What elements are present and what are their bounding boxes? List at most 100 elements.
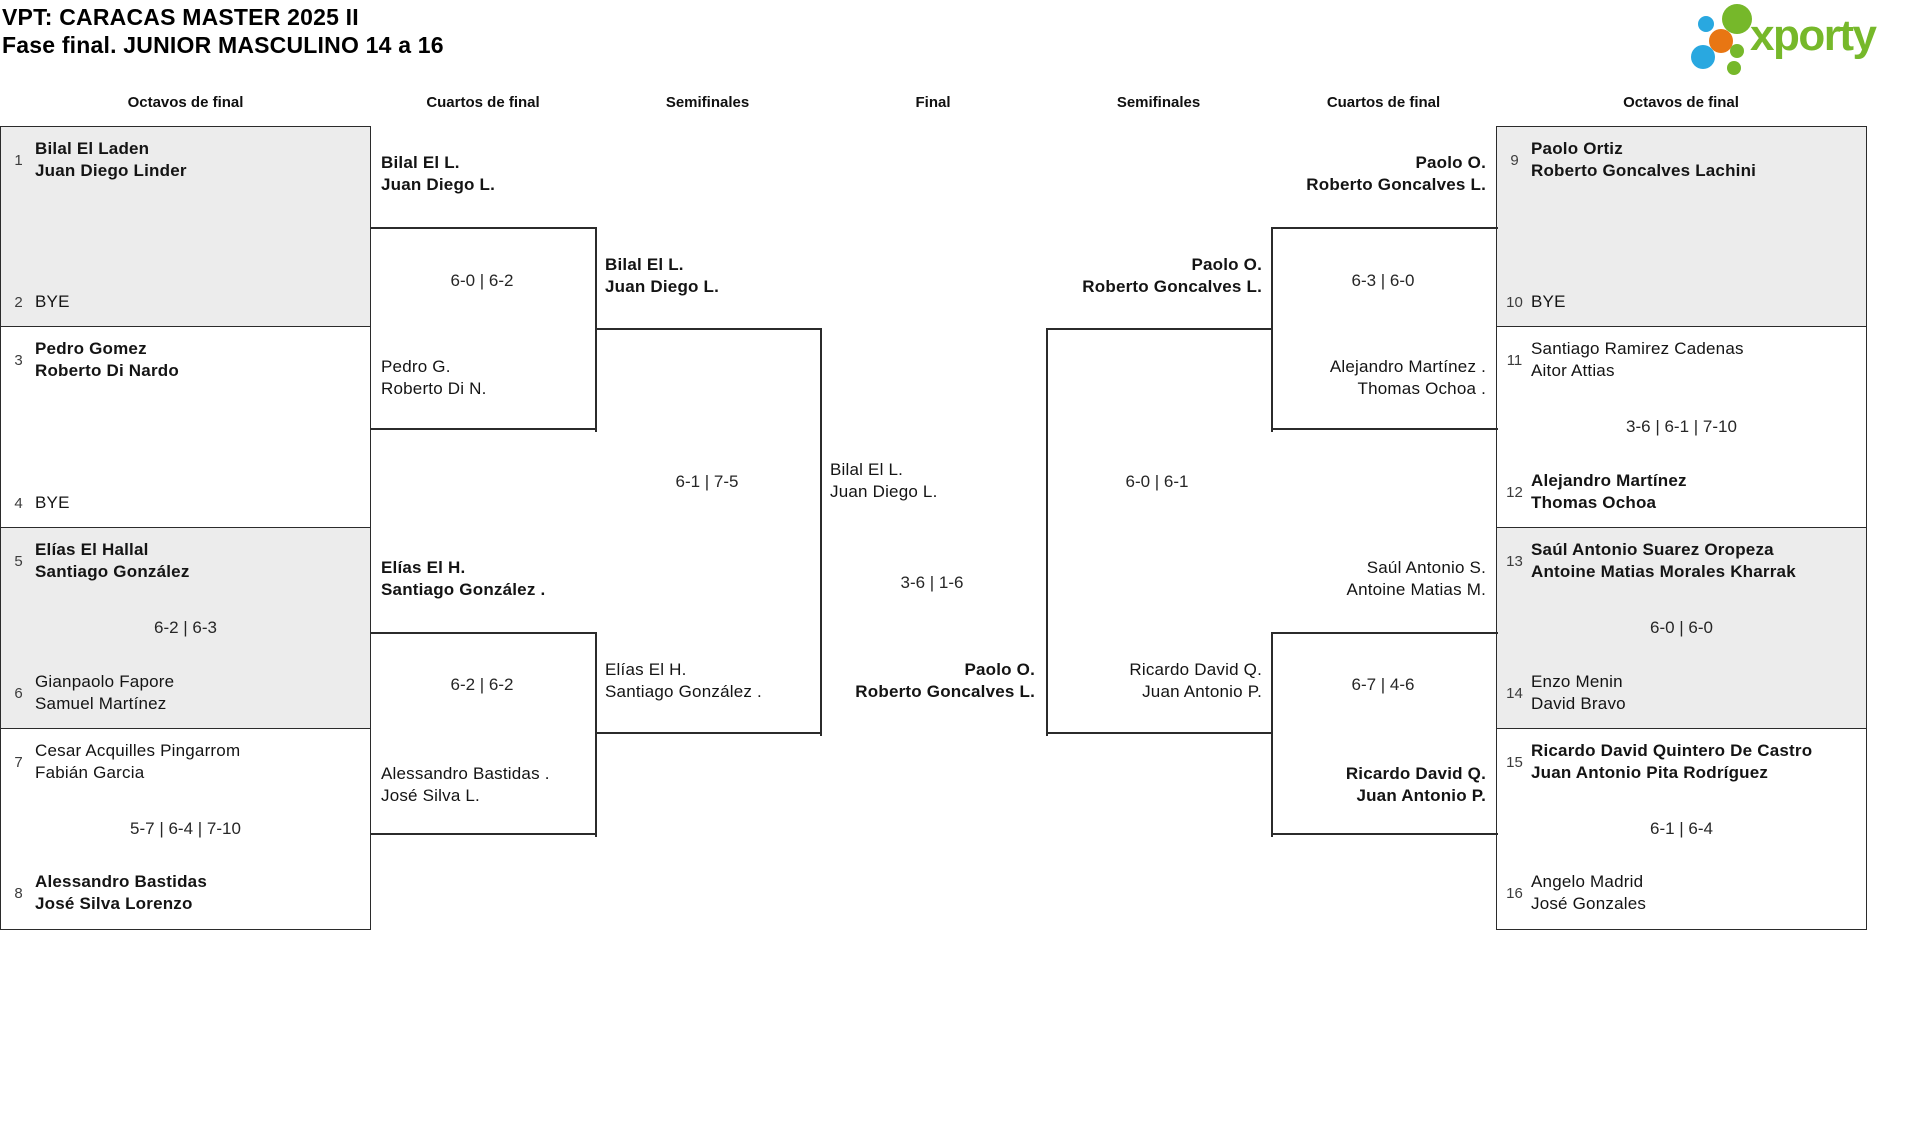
page-title: VPT: CARACAS MASTER 2025 II Fase final. … bbox=[2, 3, 444, 59]
team-name-line: Thomas Ochoa bbox=[1531, 493, 1657, 512]
team-name-line: Gianpaolo Fapore bbox=[35, 672, 175, 691]
seed-number: 15 bbox=[1506, 753, 1523, 771]
team-name-line: Saúl Antonio Suarez Oropeza bbox=[1531, 540, 1774, 559]
seed-number: 16 bbox=[1506, 884, 1523, 902]
connector-line bbox=[820, 328, 822, 736]
team-name-line: Paolo O. bbox=[1415, 153, 1486, 172]
team-name-line: BYE bbox=[35, 493, 70, 512]
advanced-team-qf-right-top: Paolo O. Roberto Goncalves L. bbox=[1306, 152, 1486, 196]
connector-line bbox=[1271, 833, 1498, 835]
match-score: 6-7 | 4-6 bbox=[1351, 675, 1415, 694]
logo-dot-green-bottom bbox=[1727, 61, 1741, 75]
team-name-line: Elías El Hallal bbox=[35, 540, 149, 559]
advanced-team-qf-left-top: Bilal El L.Juan Diego L. bbox=[381, 152, 495, 196]
team-name-line: BYE bbox=[1531, 292, 1566, 311]
advanced-team-qf-left-top: Pedro G. Roberto Di N. bbox=[381, 356, 487, 400]
match-score: 6-2 | 6-3 bbox=[153, 618, 217, 637]
team-name-line: José Silva Lorenzo bbox=[35, 894, 193, 913]
seed-number: 2 bbox=[14, 293, 23, 311]
team-name-line: Elías El H. bbox=[381, 558, 466, 577]
seed-number: 3 bbox=[14, 351, 23, 369]
connector-line bbox=[595, 732, 822, 734]
advanced-team-final: Bilal El L. Juan Diego L. bbox=[830, 459, 938, 503]
match-score: 6-0 | 6-1 bbox=[1125, 472, 1189, 491]
team-name-line: Fabián Garcia bbox=[35, 763, 145, 782]
team-name-line: Bilal El L. bbox=[381, 153, 460, 172]
logo-dot-blue-small bbox=[1698, 16, 1714, 32]
logo-dot-green-large bbox=[1722, 4, 1752, 34]
team-name-line: Roberto Goncalves L. bbox=[1306, 175, 1486, 194]
xporty-logo[interactable]: xporty bbox=[1688, 0, 1920, 80]
team-name-line: Antoine Matias Morales Kharrak bbox=[1531, 562, 1796, 581]
connector-line bbox=[371, 632, 597, 634]
logo-wordmark: xporty bbox=[1750, 11, 1877, 60]
team-name-line: Ricardo David Q. bbox=[1129, 660, 1262, 679]
team-name-line: Angelo Madrid bbox=[1531, 872, 1644, 891]
round-label: Octavos de final bbox=[1623, 94, 1739, 111]
logo-dot-blue-large bbox=[1691, 45, 1715, 69]
team-name-line: Ricardo David Q. bbox=[1345, 764, 1486, 783]
team-names: BYE bbox=[1531, 291, 1566, 313]
team-name-line: Santiago González bbox=[35, 562, 190, 581]
seed-number: 14 bbox=[1506, 684, 1523, 702]
team-name-line: Alejandro Martínez . bbox=[1329, 357, 1486, 376]
match-score: 6-0 | 6-2 bbox=[450, 271, 514, 290]
team-name-line: Pedro Gomez bbox=[35, 339, 147, 358]
team-name-line: Bilal El L. bbox=[830, 460, 904, 479]
connector-line bbox=[595, 328, 822, 330]
match-score: 3-6 | 1-6 bbox=[900, 573, 964, 592]
advanced-team-qf-right-bottom: Saúl Antonio S.Antoine Matias M. bbox=[1347, 557, 1486, 601]
advanced-team-sf-left: Bilal El L.Juan Diego L. bbox=[605, 254, 719, 298]
team-name-line: Juan Diego L. bbox=[830, 482, 938, 501]
advanced-team-sf-left: Elías El H.Santiago González . bbox=[605, 659, 762, 703]
team-name-line: Alejandro Martínez bbox=[1531, 471, 1687, 490]
advanced-team-qf-right-top: Alejandro Martínez .Thomas Ochoa . bbox=[1330, 356, 1486, 400]
team-entry: 2 BYE bbox=[10, 291, 364, 313]
seed-number: 1 bbox=[14, 151, 23, 169]
team-name-line: Juan Diego L. bbox=[605, 277, 720, 296]
tournament-title: VPT: CARACAS MASTER 2025 II bbox=[2, 4, 359, 30]
round-label: Final bbox=[915, 94, 951, 111]
advanced-team-sf-right: Ricardo David Q. Juan Antonio P. bbox=[1129, 659, 1262, 703]
team-name-line: Juan Antonio P. bbox=[1142, 682, 1262, 701]
round-label: Semifinales bbox=[1116, 94, 1201, 111]
advanced-team-final: Paolo O.Roberto Goncalves L. bbox=[855, 659, 1035, 703]
team-name-line: Santiago González . bbox=[381, 580, 546, 599]
team-names: BYE bbox=[35, 492, 70, 514]
connector-line bbox=[1271, 632, 1273, 837]
team-names: BYE bbox=[35, 291, 70, 313]
match-score: 6-1 | 6-4 bbox=[1649, 818, 1713, 838]
team-name-line: Antoine Matias M. bbox=[1346, 580, 1486, 599]
team-name-line: Roberto Di N. bbox=[381, 379, 487, 398]
connector-line bbox=[1046, 328, 1273, 330]
team-name-line: Pedro G. bbox=[381, 357, 451, 376]
team-name-line: Paolo Ortiz bbox=[1531, 139, 1623, 158]
seed-number: 8 bbox=[14, 884, 23, 902]
